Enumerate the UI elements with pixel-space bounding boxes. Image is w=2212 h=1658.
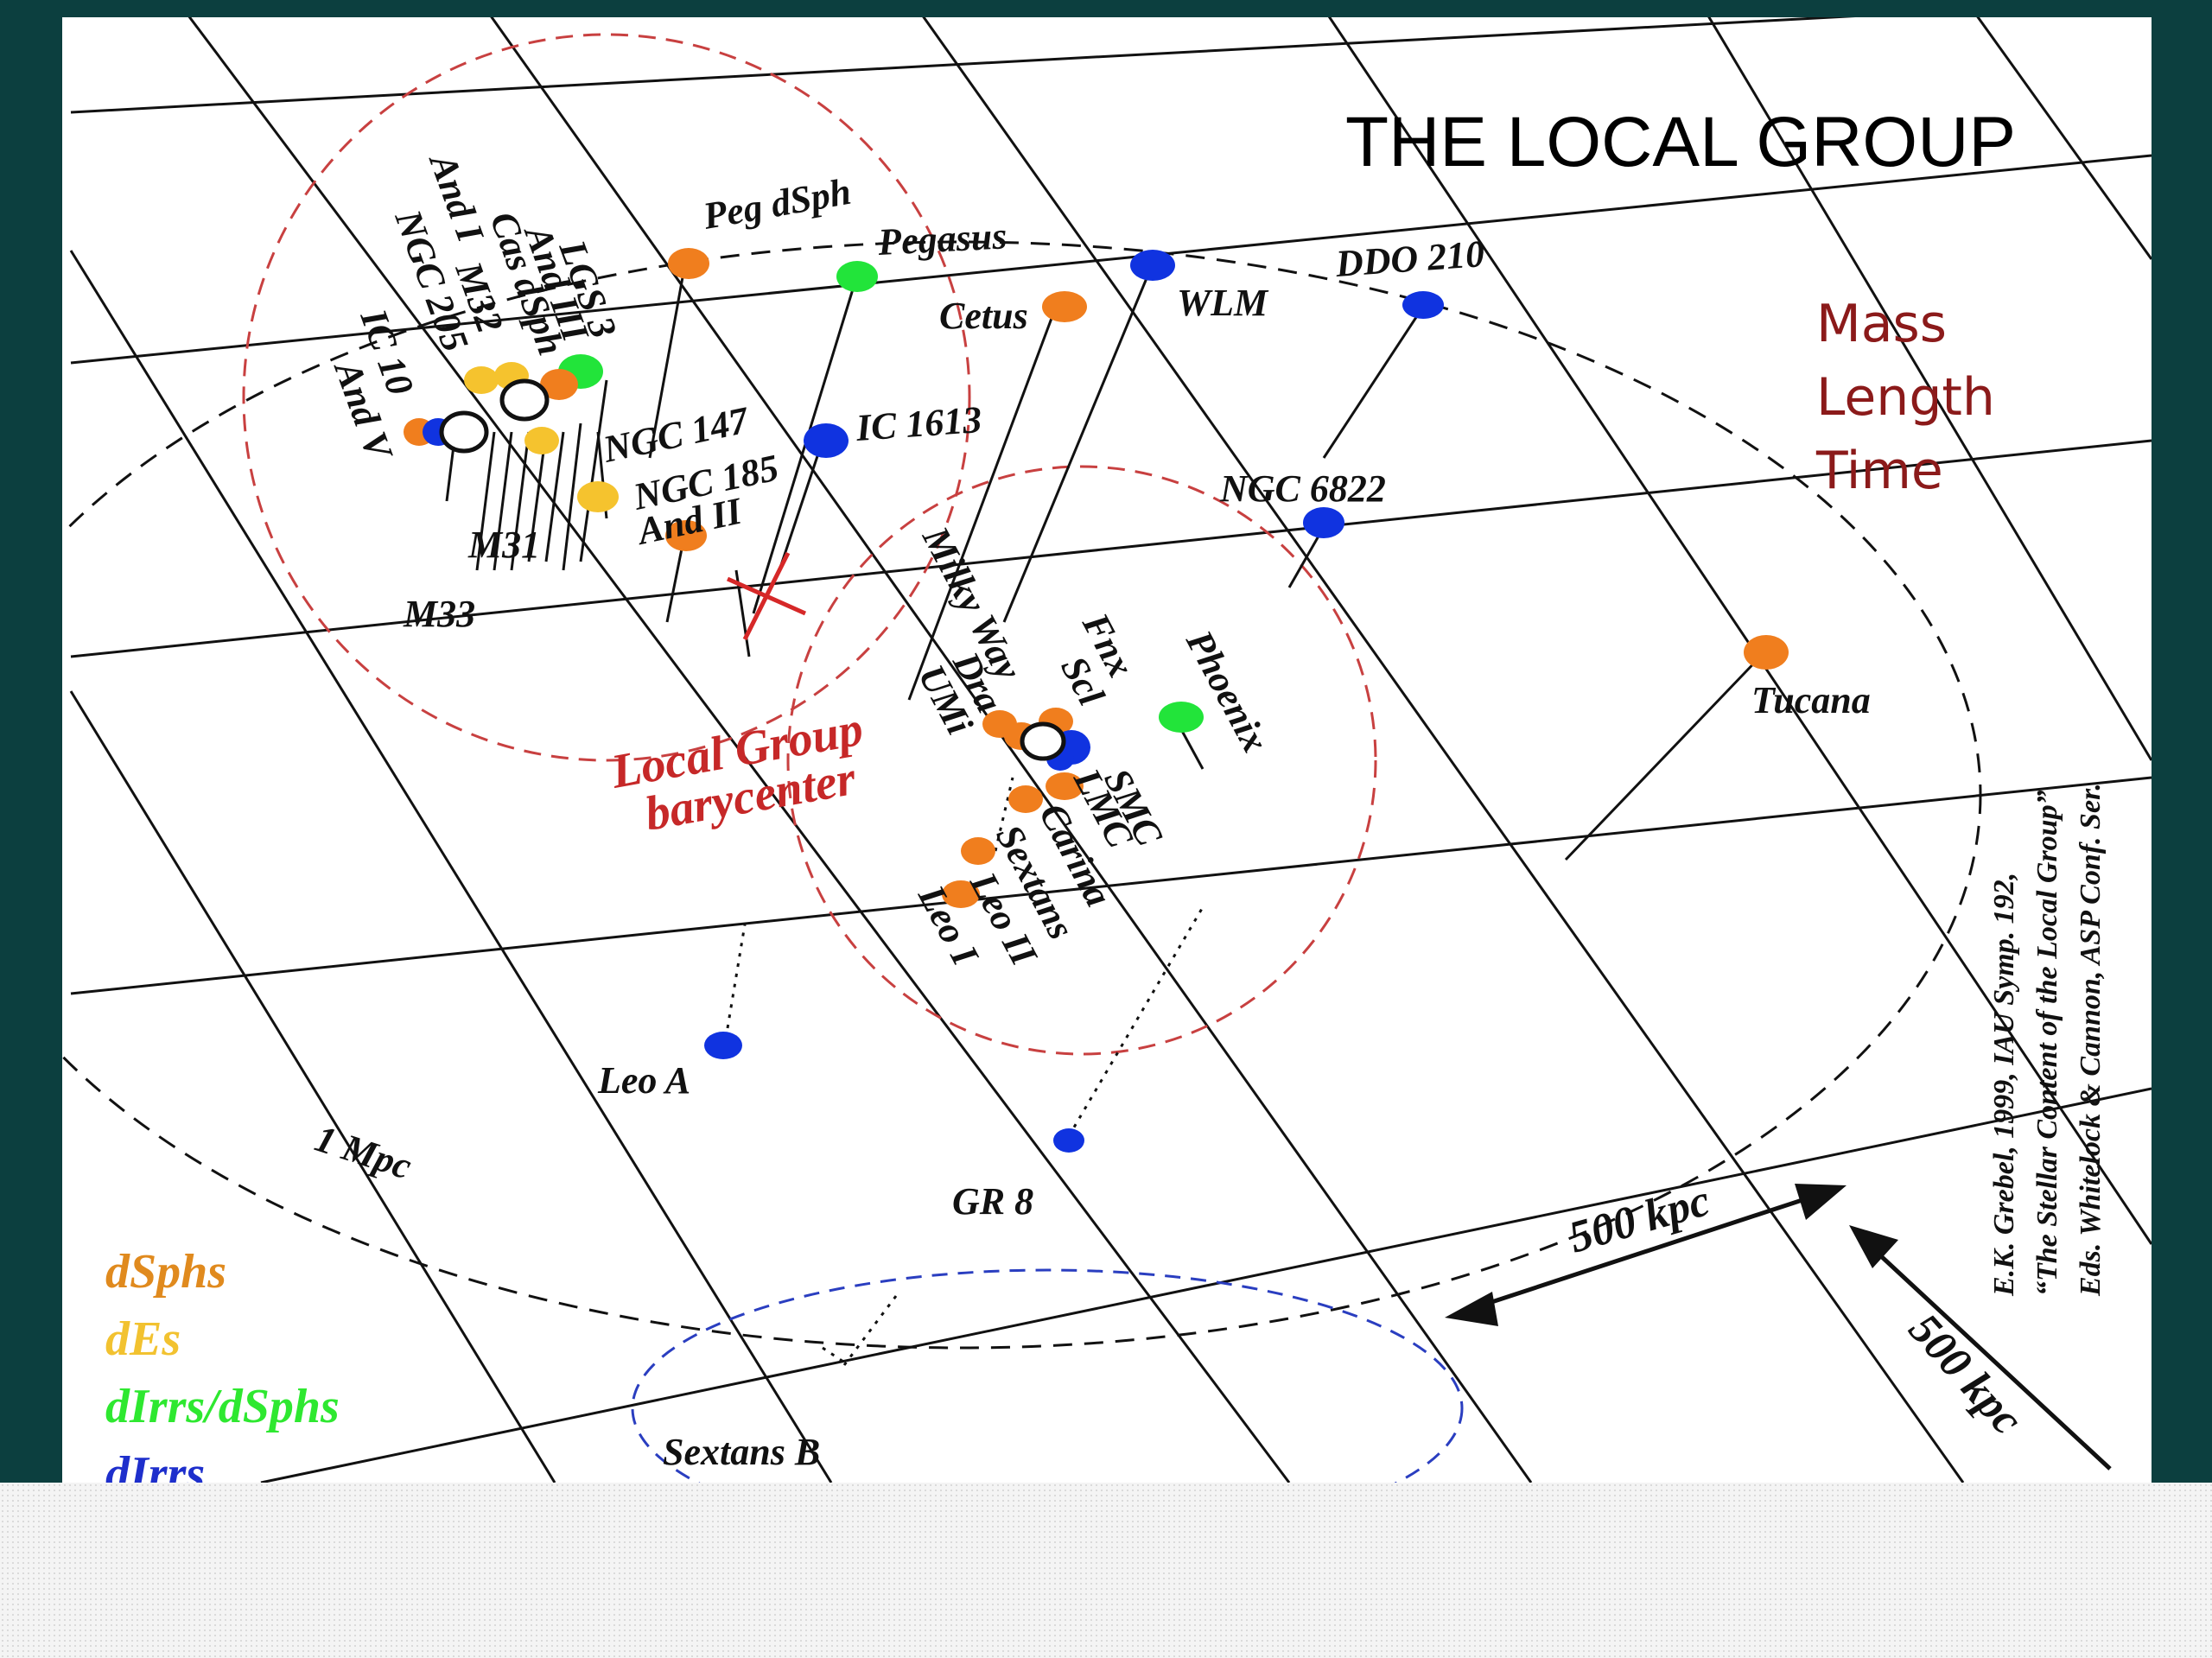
leoa-marker [704,1032,742,1059]
label-m31: M31 [467,524,540,566]
quantity-length: Length [1816,367,1995,428]
phoenix-marker [1159,702,1204,733]
peg-dsph-marker [668,248,709,279]
perspective-grid [69,17,2152,1483]
scale-bar-diagonal [1849,1225,2112,1471]
quantity-mass: Mass [1816,294,1947,354]
label-ic1613: IC 1613 [854,398,983,449]
dotted-stems [726,777,1205,1367]
scl-marker [1046,772,1084,800]
m31-marker [499,378,550,422]
grid-line [70,154,2152,365]
label-pegasus: Pegasus [876,214,1007,264]
m33-marker [439,410,489,454]
label-tucana: Tucana [1751,679,1871,721]
figure-title: THE LOCAL GROUP [1345,103,2016,181]
scale-bar-horizontal [1445,1184,1847,1326]
label-ddo210: DDO 210 [1333,232,1485,285]
m31-subgroup-circle [242,33,971,762]
label-m33: M33 [403,593,475,635]
slide-background: Peg dSph Pegasus Cetus WLM DDO 210 IC 16… [62,17,2152,1483]
grid-line [490,17,1533,1483]
galaxy-labels: Peg dSph Pegasus Cetus WLM DDO 210 IC 16… [310,146,1871,1473]
grid-line [1327,17,2152,1245]
sextans-b-circle [631,1268,1464,1483]
sextans-marker [961,837,995,865]
credit-line-2: “The Stellar Content of the Local Group” [2031,790,2063,1296]
one-mpc-circle [62,240,1982,1350]
legend-item: dSphs [105,1245,226,1299]
tucana-marker [1744,635,1789,670]
credit-line-1: E.K. Grebel, 1999, IAU Symp. 192, [1988,873,2020,1297]
legend-item: dEs [105,1312,181,1366]
wlm-marker [1130,250,1175,281]
legend-item: dIrrs/dSphs [105,1380,340,1433]
legend-item: dIrrs [105,1447,205,1483]
grid-line [70,776,2152,995]
label-gr8: GR 8 [952,1180,1033,1223]
milky-way-marker [1020,721,1066,761]
galaxy-stems [445,267,1766,861]
ngc6822-marker [1303,507,1344,538]
quantity-time: Time [1815,441,1943,501]
and2-marker [665,520,707,551]
grid-line [188,17,1291,1483]
scale-label-horizontal: 500 kpc [1564,1176,1715,1263]
m32-marker [464,366,499,394]
pegasus-marker [836,261,878,292]
gr8-marker [1053,1128,1084,1153]
label-peg-dsph: Peg dSph [699,170,854,238]
scale-label-diagonal: 500 kpc [1899,1305,2031,1445]
and3-marker [540,369,578,400]
grid-line [1976,17,2152,260]
label-ngc6822: NGC 6822 [1219,467,1386,510]
barycenter-label: Local Group barycenter [607,702,867,842]
label-sextans-b: Sextans B [663,1431,820,1473]
figure-credit: E.K. Grebel, 1999, IAU Symp. 192, “The S… [1988,783,2107,1297]
label-one-mpc: 1 Mpc [310,1117,416,1188]
ngc147-marker [577,481,619,512]
label-leoa: Leo A [597,1059,690,1102]
bottom-strip [0,1483,2212,1658]
local-group-diagram: Peg dSph Pegasus Cetus WLM DDO 210 IC 16… [62,17,2152,1483]
galaxy-markers [404,248,1789,1153]
grid-line [69,250,833,1483]
milky-way-subgroup-circle [786,465,1377,1056]
quantities-list: Mass Length Time [1815,294,1995,501]
grid-line [922,17,1965,1483]
legend: dSphs dEs dIrrs/dSphs dIrrs [105,1245,340,1483]
ngc205-marker [524,427,559,454]
ddo210-marker [1402,291,1444,319]
grid-line [70,17,1856,114]
grid-line [260,1087,2152,1483]
cetus-marker [1042,291,1087,322]
credit-line-3: Eds. Whitelock & Cannon, ASP Conf. Ser. [2075,783,2107,1297]
grid-line [69,690,556,1483]
leo1-marker [942,880,980,908]
grid-line [70,439,2152,658]
label-wlm: WLM [1177,282,1269,324]
carina-marker [1008,785,1043,813]
ic1613-marker [804,423,849,458]
label-phoenix: Phoenix [1178,623,1277,759]
barycenter-marker [726,551,807,641]
range-circles [62,33,1982,1483]
local-group-figure: Peg dSph Pegasus Cetus WLM DDO 210 IC 16… [62,17,2152,1483]
grid-line [1707,17,2152,761]
label-cetus: Cetus [939,295,1028,337]
